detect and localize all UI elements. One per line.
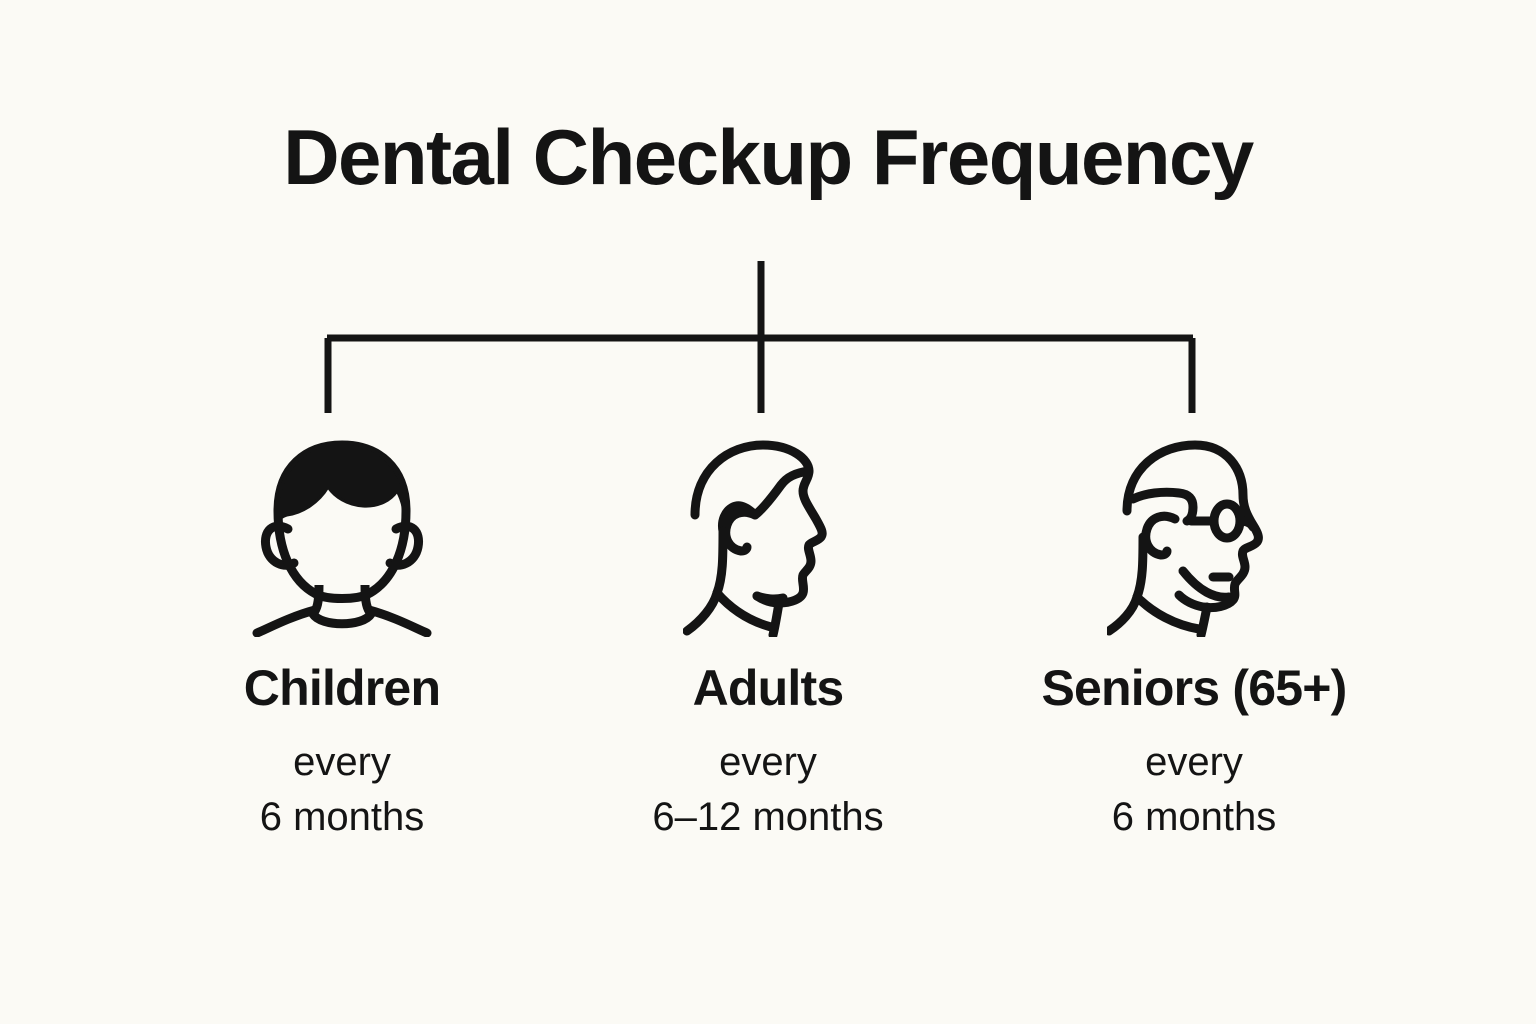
senior-cheek-wrinkle — [1178, 566, 1233, 602]
group-column-adults: Adults every 6–12 months — [555, 437, 981, 845]
senior-glasses-bridge — [1235, 516, 1257, 532]
adult-mouth-line — [752, 591, 788, 604]
adult-hairline — [718, 466, 814, 536]
child-neck — [308, 584, 376, 629]
senior-profile-glasses-icon — [1106, 440, 1263, 637]
adult-neck-front — [768, 598, 784, 637]
senior-neck-front — [1196, 602, 1211, 637]
group-columns: Children every 6 months — [0, 437, 1536, 845]
child-hair — [276, 441, 408, 523]
child-front-face-icon — [252, 440, 432, 637]
senior-ear — [1140, 511, 1179, 560]
frequency-prefix-adults: every — [719, 739, 817, 784]
icon-wrap-children — [251, 437, 433, 637]
group-label-adults: Adults — [692, 660, 845, 716]
adult-jaw-back — [712, 526, 728, 598]
icon-wrap-seniors — [1106, 437, 1282, 637]
icon-wrap-adults — [683, 437, 853, 637]
group-column-children: Children every 6 months — [129, 437, 555, 845]
frequency-interval-children: 6 months — [259, 794, 425, 839]
senior-shoulder — [1106, 592, 1141, 636]
frequency-children: every 6 months — [260, 735, 425, 845]
child-shoulder-right — [364, 605, 432, 637]
frequency-prefix-seniors: every — [1145, 739, 1243, 784]
frequency-seniors: every 6 months — [1112, 735, 1277, 845]
frequency-interval-adults: 6–12 months — [652, 794, 884, 839]
senior-collar — [1132, 592, 1203, 634]
senior-head-profile — [1122, 440, 1263, 613]
page-title: Dental Checkup Frequency — [283, 113, 1254, 201]
adult-ear — [721, 507, 760, 556]
adult-profile-face-icon — [683, 440, 827, 637]
group-column-seniors: Seniors (65+) every 6 months — [981, 437, 1407, 845]
adult-collar — [712, 588, 776, 632]
group-label-children: Children — [243, 660, 441, 716]
adult-shoulder — [683, 588, 722, 636]
adult-head-profile — [690, 440, 827, 608]
frequency-interval-seniors: 6 months — [1111, 794, 1277, 839]
group-label-seniors: Seniors (65+) — [1041, 660, 1347, 716]
senior-hairline-fringe — [1128, 487, 1197, 526]
frequency-prefix-children: every — [293, 739, 391, 784]
child-shoulder-left — [252, 605, 320, 637]
senior-jaw-back — [1132, 532, 1147, 602]
frequency-adults: every 6–12 months — [652, 735, 883, 845]
bracket-connector — [324, 261, 1196, 413]
